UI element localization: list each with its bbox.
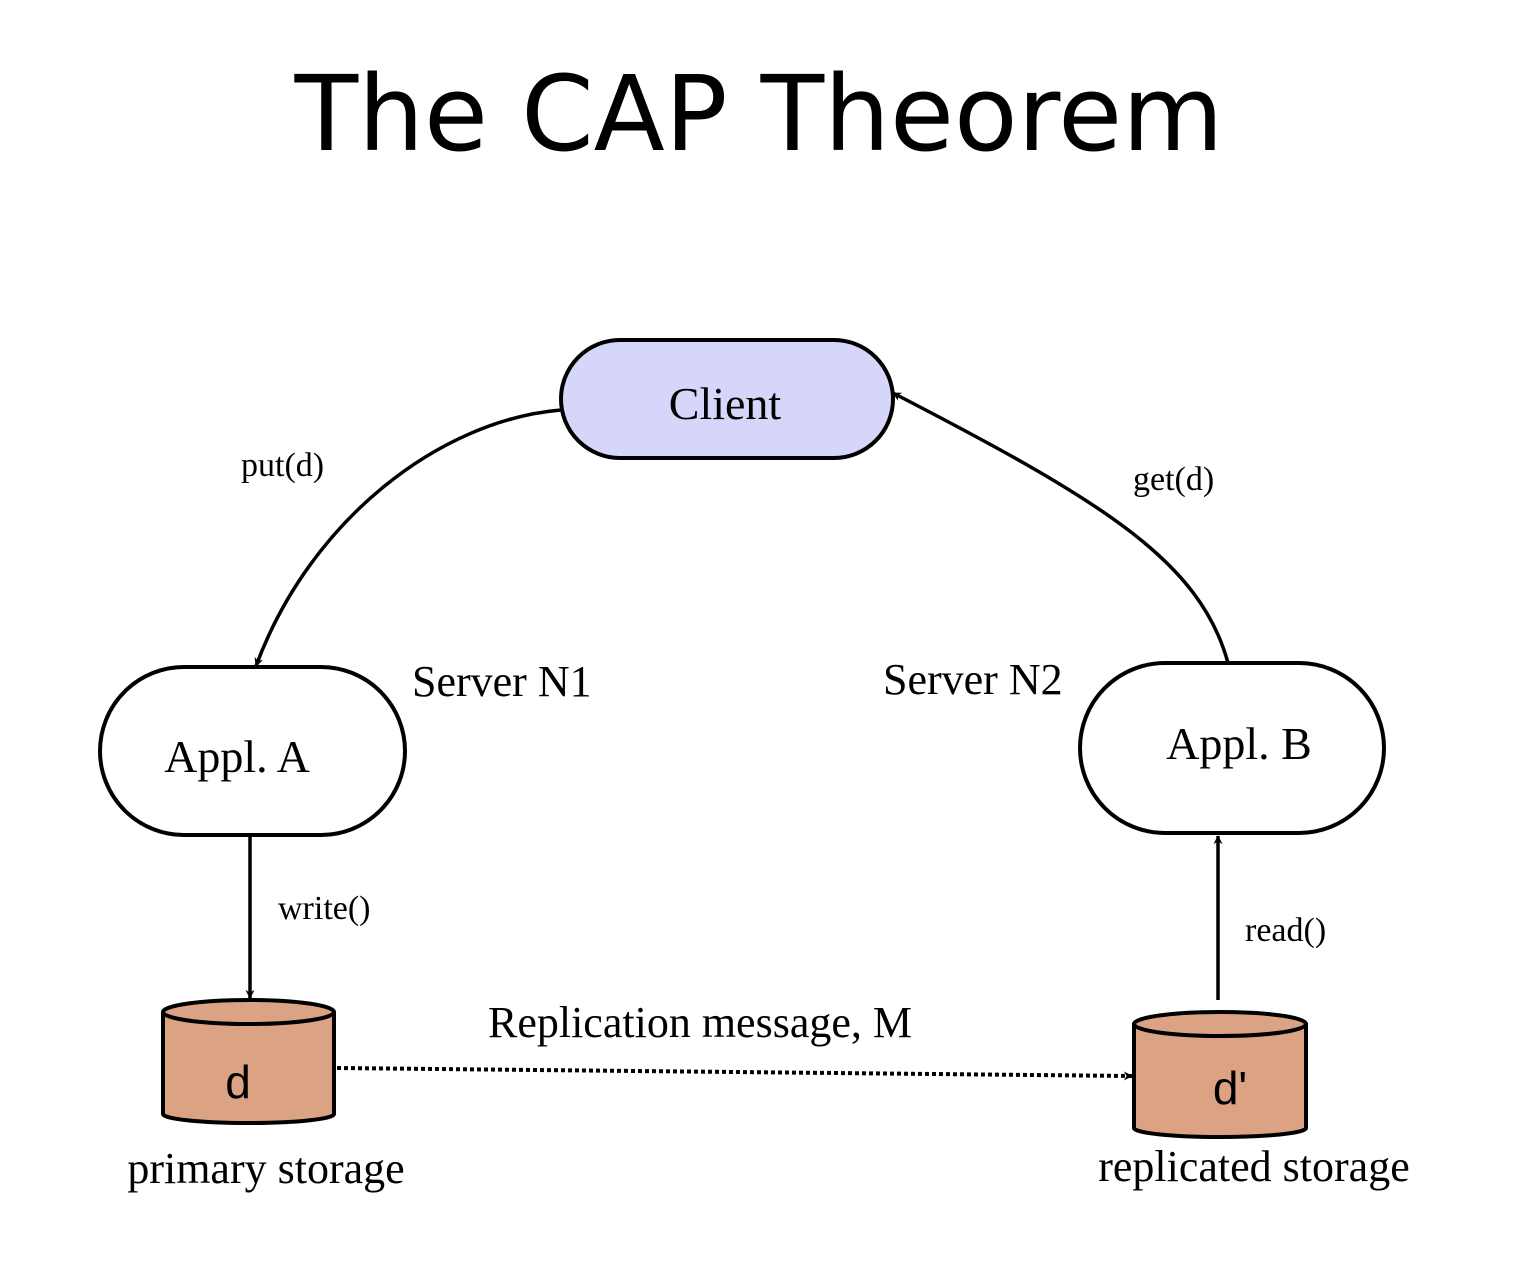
read-label: read() <box>1245 912 1326 949</box>
primary-storage-body <box>161 1012 336 1126</box>
client-node: Client <box>559 338 895 460</box>
get-label: get(d) <box>1133 461 1214 498</box>
get-arrow <box>892 391 1230 664</box>
client-label: Client <box>669 378 782 429</box>
page-title: The CAP Theorem <box>294 53 1224 175</box>
primary-storage-cylinder: d <box>161 998 336 1126</box>
appl-b-node: Appl. B <box>1078 661 1386 835</box>
primary-storage-caption: primary storage <box>127 1144 404 1193</box>
appl-b-label: Appl. B <box>1166 718 1312 769</box>
appl-a-label: Appl. A <box>164 731 310 782</box>
replication-arrow <box>336 1066 1133 1081</box>
put-label: put(d) <box>241 447 324 484</box>
replicated-storage-cylinder: d' <box>1132 1010 1308 1139</box>
put-arrow <box>254 408 562 667</box>
replicated-storage-top <box>1132 1010 1308 1038</box>
write-label: write() <box>278 890 371 927</box>
primary-storage-top <box>161 998 336 1026</box>
server-n1-label: Server N1 <box>412 657 592 706</box>
appl-a-node: Appl. A <box>98 665 407 837</box>
replicated-storage-label: d' <box>1213 1062 1247 1114</box>
replicated-storage-body <box>1132 1024 1308 1139</box>
server-n2-label: Server N2 <box>883 655 1063 704</box>
appl-a-shape <box>98 665 407 837</box>
primary-storage-label: d <box>225 1056 251 1108</box>
appl-b-shape <box>1078 661 1386 835</box>
replication-label: Replication message, M <box>488 998 912 1047</box>
replicated-storage-caption: replicated storage <box>1098 1142 1410 1191</box>
